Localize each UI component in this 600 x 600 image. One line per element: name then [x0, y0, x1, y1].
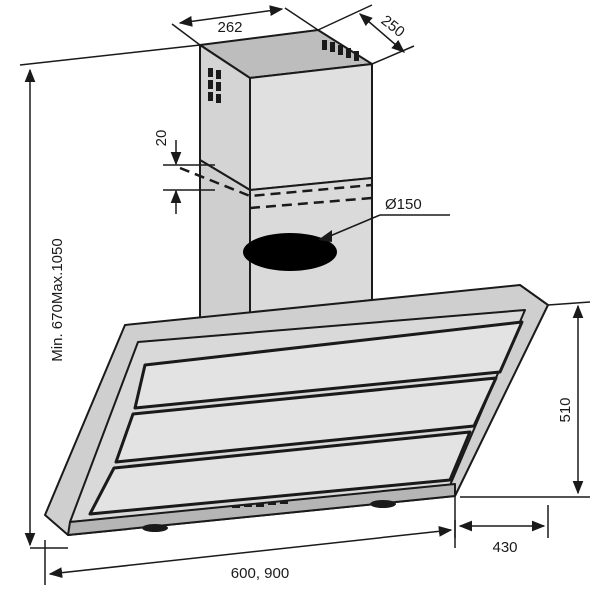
glass-panel-middle: [114, 376, 498, 464]
outlet-leader-arrowhead: [318, 230, 332, 242]
dim-chimney-depth: 250: [378, 12, 408, 41]
control-button: [256, 503, 264, 507]
chimney-vent-slots-left: [208, 68, 221, 103]
glass-panel-top: [133, 320, 524, 410]
dim-chimney-overlap: 20: [153, 130, 170, 147]
dim-hood-width: 600, 900: [231, 565, 289, 582]
chimney-upper-right-panel: [249, 63, 373, 191]
chimney-dashed-line-2: [249, 196, 373, 210]
dimension-lines: [19, 4, 591, 585]
lamp-right: [370, 500, 396, 508]
chimney: [199, 29, 373, 319]
dim-outlet-diameter: Ø150: [385, 196, 422, 213]
glass-panel-bottom: [88, 430, 472, 516]
hood-body: [44, 284, 549, 536]
control-button: [268, 502, 276, 505]
dim-hood-depth: 430: [492, 539, 517, 556]
dim-chimney-width: 262: [217, 19, 242, 36]
chimney-overlap-dashed-line: [179, 166, 373, 198]
outlet-ellipse: [243, 233, 337, 271]
control-button: [232, 505, 240, 508]
control-button: [244, 504, 252, 507]
lamp-left: [142, 524, 168, 532]
control-panel: [232, 501, 288, 508]
chimney-vent-slots-right: [322, 40, 359, 61]
dim-hood-height: 510: [557, 397, 574, 422]
dim-total-height: Min. 670Max.1050: [49, 238, 66, 361]
control-button: [280, 501, 288, 504]
